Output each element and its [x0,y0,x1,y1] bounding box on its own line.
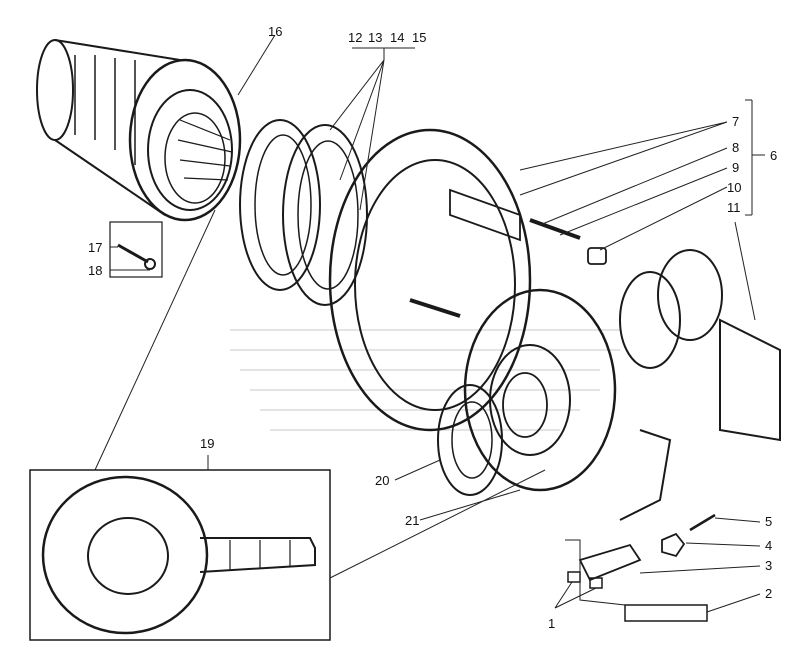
callout-1: 1 [548,616,555,631]
callout-11: 11 [727,200,741,215]
callout-16: 16 [268,24,282,39]
callout-17: 17 [88,240,102,255]
differential-housing-parts-6-7-11 [328,128,607,432]
callout-14: 14 [390,30,404,45]
callout-3: 3 [765,558,772,573]
callout-21: 21 [405,513,419,528]
bearing-ring-part-20 [437,384,503,496]
callout-19: 19 [200,436,214,451]
callout-10: 10 [727,180,741,195]
clutch-disks-parts-12-15 [239,119,368,306]
callout-18: 18 [88,263,102,278]
hub-housing-part-16 [36,39,242,222]
callout-2: 2 [765,586,772,601]
background-ghost-outline [230,329,620,431]
bolt-washer-parts-17-18 [109,221,163,278]
callout-5: 5 [765,514,772,529]
callout-20: 20 [375,473,389,488]
callout-4: 4 [765,538,772,553]
bearing-cap-part-11 [619,249,781,521]
leader-lines [94,34,765,613]
callout-6: 6 [770,148,777,163]
callout-15: 15 [412,30,426,45]
callout-12: 12 [348,30,362,45]
callout-13: 13 [368,30,382,45]
inset-crown-pinion-part-19 [29,469,331,641]
callout-labels: 1 2 3 4 5 6 7 8 9 10 11 12 13 14 15 16 1… [88,24,777,631]
callout-9: 9 [732,160,739,175]
crown-wheel-part-21 [463,288,617,492]
callout-8: 8 [732,140,739,155]
hardware-parts-1-5 [567,513,716,622]
callout-7: 7 [732,114,739,129]
